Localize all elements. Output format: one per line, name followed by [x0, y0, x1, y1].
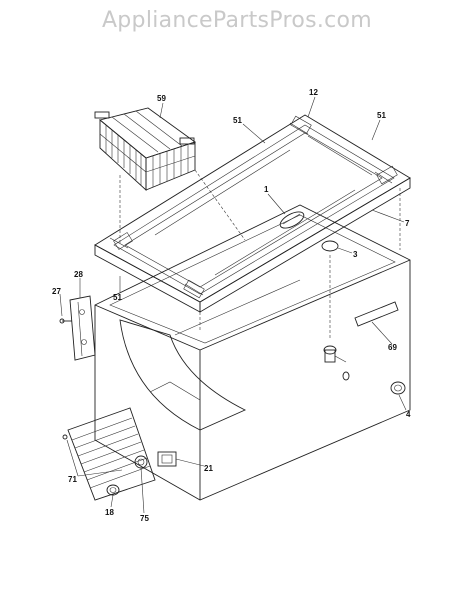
leader-lines	[59, 96, 407, 514]
callout-4: 4	[406, 410, 411, 419]
cabinet	[94, 204, 411, 501]
callout-75: 75	[140, 514, 149, 523]
callout-3: 3	[353, 250, 358, 259]
callout-labels: 59 12 51 51 1 7 3 28 27 51 69 4 21 71 18…	[52, 88, 411, 523]
control-box	[157, 451, 177, 467]
serial-label	[354, 301, 399, 327]
grille	[62, 407, 156, 501]
callout-51-bottom: 51	[113, 293, 122, 302]
callout-7: 7	[405, 219, 410, 228]
callout-12: 12	[309, 88, 318, 97]
callout-28: 28	[74, 270, 83, 279]
alignment-lines	[119, 169, 401, 340]
callout-18: 18	[105, 508, 114, 517]
callout-69: 69	[388, 343, 397, 352]
knob	[106, 484, 120, 496]
callout-51-left: 51	[233, 116, 242, 125]
callout-21: 21	[204, 464, 213, 473]
callout-51-right: 51	[377, 111, 386, 120]
hinge	[59, 295, 96, 361]
callout-1: 1	[264, 185, 269, 194]
watermark: AppliancePartsPros.com	[101, 8, 373, 33]
callout-71: 71	[68, 475, 77, 484]
drain-assembly	[321, 240, 406, 395]
callout-59: 59	[157, 94, 166, 103]
callout-27: 27	[52, 287, 61, 296]
basket	[94, 107, 196, 192]
